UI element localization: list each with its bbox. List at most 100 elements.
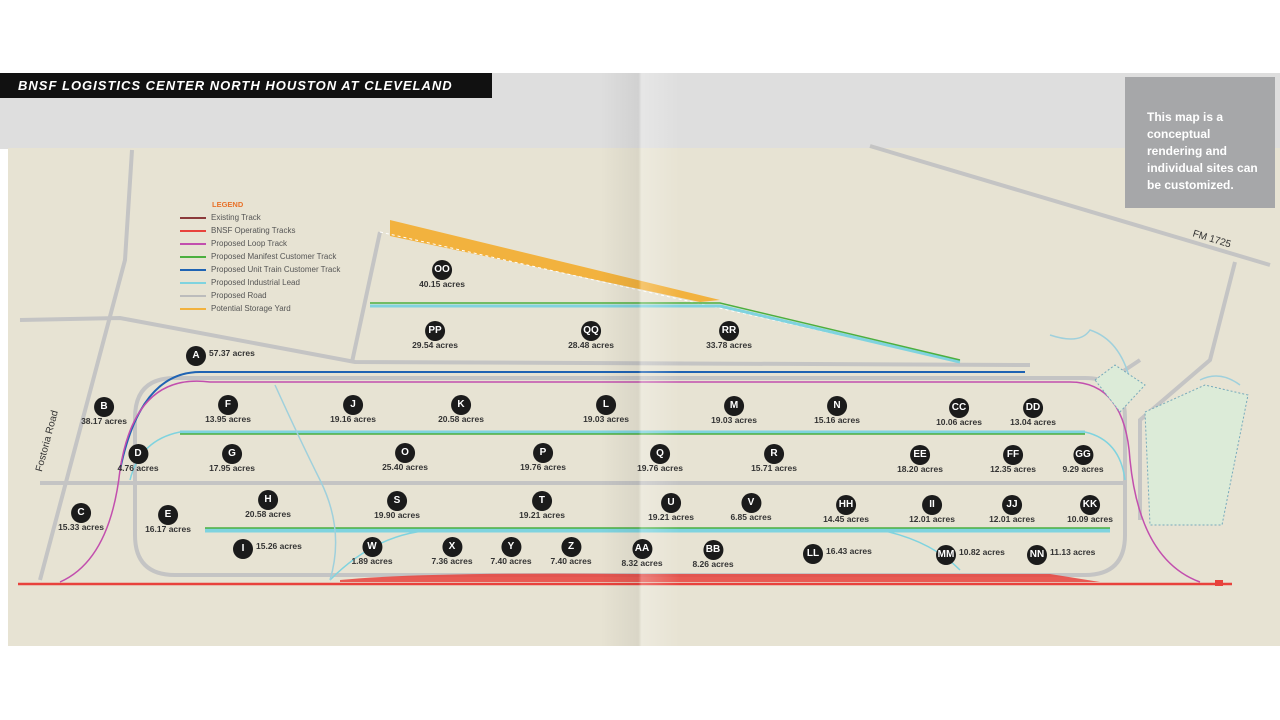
parcel-badge: E xyxy=(157,505,178,525)
parcel-acreage: 20.58 acres xyxy=(438,414,484,424)
parcel-badge: N xyxy=(826,396,847,416)
legend-label: Existing Track xyxy=(211,213,261,222)
legend-label: Proposed Manifest Customer Track xyxy=(211,252,337,261)
parcel-acreage: 40.15 acres xyxy=(419,279,465,289)
parcel-badge: Q xyxy=(649,444,670,464)
parcel-badge: QQ xyxy=(580,321,601,341)
parcel-acreage: 17.95 acres xyxy=(209,463,255,473)
parcel-acreage: 13.95 acres xyxy=(205,414,251,424)
legend-swatch xyxy=(180,307,206,310)
legend-item: Proposed Industrial Lead xyxy=(180,276,340,289)
parcel-acreage: 28.48 acres xyxy=(568,340,614,350)
parcel-badge: CC xyxy=(948,398,969,418)
legend-swatch xyxy=(180,268,206,271)
parcel-acreage: 7.40 acres xyxy=(550,556,592,566)
legend-swatch xyxy=(180,294,206,297)
parcel-acreage: 15.26 acres xyxy=(256,541,302,552)
legend-label: Proposed Loop Track xyxy=(211,239,288,248)
disclaimer-note: This map is a conceptual rendering and i… xyxy=(1125,77,1275,208)
parcel-badge: GG xyxy=(1073,445,1093,465)
parcel-acreage: 18.20 acres xyxy=(897,464,943,474)
parcel-badge: HH xyxy=(835,495,856,515)
legend-item: Proposed Loop Track xyxy=(180,237,340,250)
parcel-badge: KK xyxy=(1079,495,1100,515)
parcel-badge: U xyxy=(660,493,681,513)
parcel-badge: L xyxy=(595,395,616,415)
parcel-acreage: 19.76 acres xyxy=(520,462,566,472)
parcel-acreage: 19.21 acres xyxy=(648,512,694,522)
parcel-acreage: 25.40 acres xyxy=(382,462,428,472)
parcel-badge: LL xyxy=(803,544,823,564)
legend-swatch xyxy=(180,229,206,232)
parcel-acreage: 29.54 acres xyxy=(412,340,458,350)
parcel-badge: X xyxy=(442,537,462,557)
parcel-badge: S xyxy=(386,491,407,511)
legend-swatch xyxy=(180,281,206,284)
parcel-badge: II xyxy=(921,495,942,515)
parcel-badge: PP xyxy=(424,321,445,341)
parcel-acreage: 19.16 acres xyxy=(330,414,376,424)
parcel-badge: F xyxy=(217,395,238,415)
parcel-badge: C xyxy=(70,503,91,523)
parcel-acreage: 6.85 acres xyxy=(730,512,772,522)
parcel-acreage: 12.35 acres xyxy=(990,464,1036,474)
parcel-badge: G xyxy=(221,444,242,464)
parcel-badge: T xyxy=(531,491,552,511)
legend-label: Proposed Industrial Lead xyxy=(211,278,300,287)
parcel-badge: P xyxy=(532,443,553,463)
parcel-badge: BB xyxy=(703,540,723,560)
parcel-badge: D xyxy=(128,444,148,464)
legend-label: Proposed Road xyxy=(211,291,267,300)
legend-title: LEGEND xyxy=(212,200,244,209)
parcel-badge: B xyxy=(93,397,114,417)
parcel-badge: NN xyxy=(1027,545,1047,565)
parcel-acreage: 15.71 acres xyxy=(751,463,797,473)
parcel-acreage: 33.78 acres xyxy=(706,340,752,350)
